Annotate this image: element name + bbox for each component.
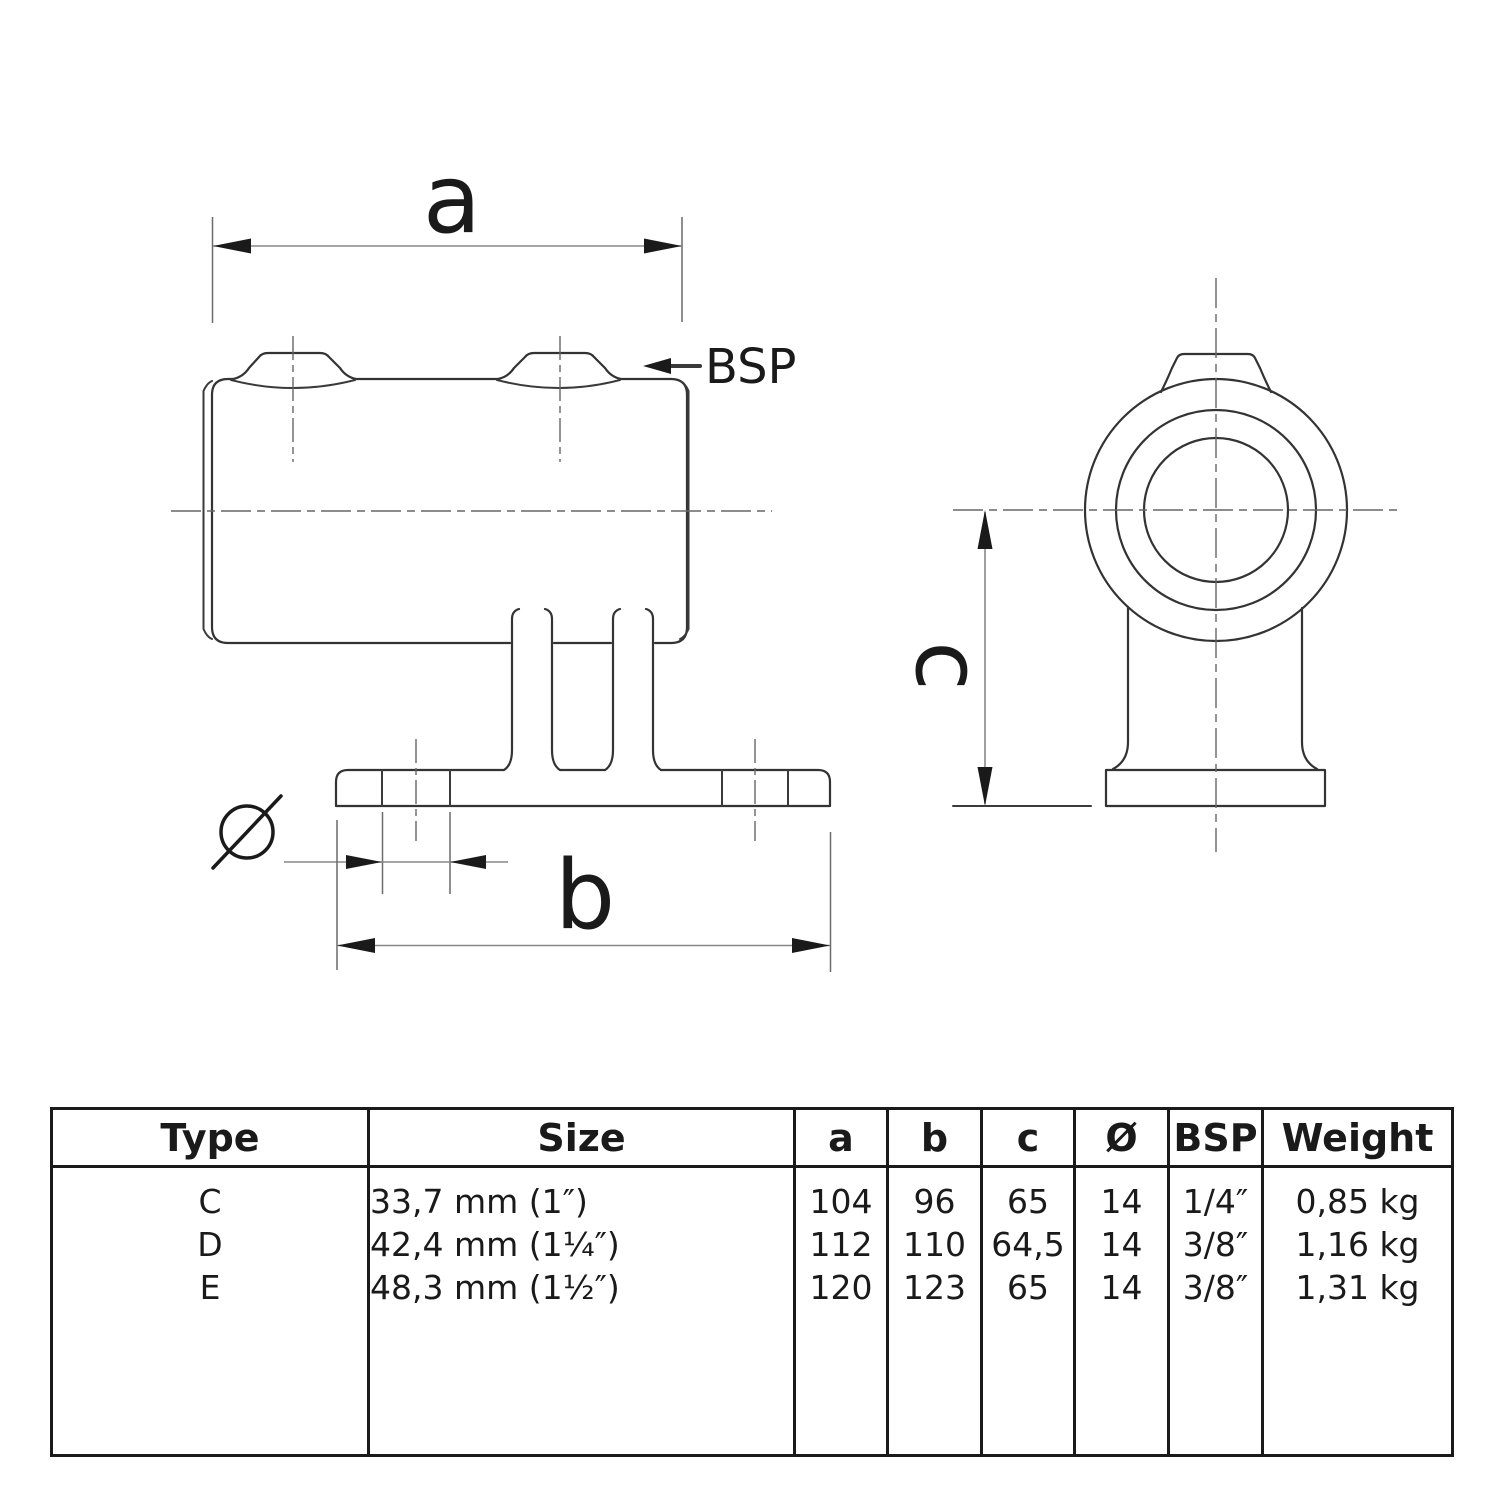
front-view xyxy=(953,278,1402,852)
boss-root-arcs xyxy=(230,379,621,389)
boss-centerlines xyxy=(292,336,561,462)
dim-c-arrow-bottom xyxy=(977,767,993,806)
dim-a-extension-lines xyxy=(211,217,683,323)
cell-diameter: 14 xyxy=(1073,1179,1170,1223)
pedestal-stem xyxy=(1111,605,1319,771)
diameter-symbol-circle xyxy=(219,804,275,860)
dim-b-arrow-right xyxy=(792,938,830,953)
cell-weight: 1,16 kg xyxy=(1261,1222,1454,1266)
col-header-a: a xyxy=(793,1108,889,1168)
base-plate-outline xyxy=(334,768,832,808)
cell-type: E xyxy=(50,1265,370,1309)
dim-dia-arrow-left xyxy=(346,855,382,869)
col-header-type: Type xyxy=(50,1108,370,1168)
col-header-bsp: BSP xyxy=(1167,1108,1264,1168)
dim-a-label: a xyxy=(423,145,481,255)
cell-bsp: 1/4″ xyxy=(1167,1179,1264,1223)
sleeve-body-outline xyxy=(210,351,689,645)
dimension-c: c xyxy=(895,510,1092,807)
bsp-callout: BSP xyxy=(643,339,797,395)
dim-dia-arrow-right xyxy=(450,855,486,869)
cell-c: 65 xyxy=(980,1265,1076,1309)
col-header-diameter: Ø xyxy=(1073,1108,1170,1168)
spec-table: Type Size a b c Ø BSP Weight C 33,7 mm (… xyxy=(50,1107,1454,1457)
cell-c: 64,5 xyxy=(980,1222,1076,1266)
bolt-hole-centerlines xyxy=(415,739,756,841)
dimension-diameter xyxy=(211,794,508,894)
col-header-b: b xyxy=(886,1108,983,1168)
cell-b: 110 xyxy=(886,1222,983,1266)
table-header-row: Type Size a b c Ø BSP Weight xyxy=(50,1108,1454,1168)
right-end-cap xyxy=(679,380,690,640)
bsp-label: BSP xyxy=(705,339,797,395)
dimension-a: a xyxy=(211,145,683,323)
cell-bsp: 3/8″ xyxy=(1167,1222,1264,1266)
cell-type: C xyxy=(50,1179,370,1223)
table-row: D 42,4 mm (1¼″) 112 110 64,5 14 3/8″ 1,1… xyxy=(50,1222,1454,1266)
cell-b: 96 xyxy=(886,1179,983,1223)
dim-c-label: c xyxy=(895,641,1000,690)
technical-drawing: a BSP b c xyxy=(171,145,1402,972)
dim-b-label: b xyxy=(555,841,615,951)
dim-c-arrow-top xyxy=(977,510,993,549)
cell-bsp: 3/8″ xyxy=(1167,1265,1264,1309)
cell-weight: 0,85 kg xyxy=(1261,1179,1454,1223)
table-row: C 33,7 mm (1″) 104 96 65 14 1/4″ 0,85 kg xyxy=(50,1179,1454,1223)
col-header-weight: Weight xyxy=(1261,1108,1454,1168)
cell-a: 120 xyxy=(793,1265,889,1309)
cell-diameter: 14 xyxy=(1073,1265,1170,1309)
cell-a: 112 xyxy=(793,1222,889,1266)
table-filler-row xyxy=(50,1308,1454,1456)
cell-b: 123 xyxy=(886,1265,983,1309)
dim-a-arrow-right xyxy=(644,238,682,254)
bsp-arrowhead xyxy=(643,358,671,374)
dim-dia-extension-lines xyxy=(381,812,451,894)
col-header-c: c xyxy=(980,1108,1076,1168)
table-spacer-row xyxy=(50,1166,1454,1180)
cell-c: 65 xyxy=(980,1179,1076,1223)
dim-a-arrow-left xyxy=(213,238,251,254)
side-view xyxy=(171,336,832,841)
bolt-hole-edges xyxy=(381,769,789,807)
diameter-symbol-slash xyxy=(211,794,283,870)
dim-b-arrow-left xyxy=(337,938,375,953)
cell-diameter: 14 xyxy=(1073,1222,1170,1266)
pedestal-base xyxy=(1104,768,1327,808)
cell-a: 104 xyxy=(793,1179,889,1223)
cell-size: 48,3 mm (1½″) xyxy=(367,1265,796,1309)
left-end-cap xyxy=(202,380,213,640)
support-ribs xyxy=(502,607,663,772)
cell-size: 42,4 mm (1¼″) xyxy=(367,1222,796,1266)
table-row: E 48,3 mm (1½″) 120 123 65 14 3/8″ 1,31 … xyxy=(50,1265,1454,1309)
dimension-b: b xyxy=(336,820,832,972)
cell-weight: 1,31 kg xyxy=(1261,1265,1454,1309)
cell-type: D xyxy=(50,1222,370,1266)
col-header-size: Size xyxy=(367,1108,796,1168)
cell-size: 33,7 mm (1″) xyxy=(367,1179,796,1223)
